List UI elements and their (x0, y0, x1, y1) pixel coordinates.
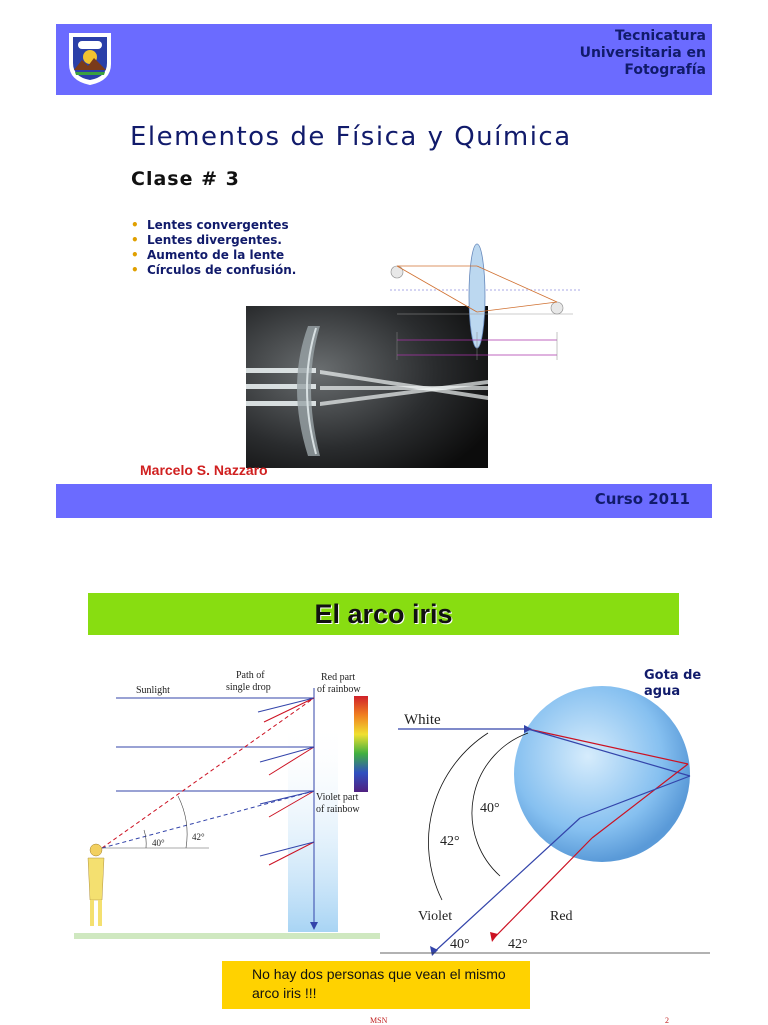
red-part-label: of rainbow (317, 684, 361, 695)
angle-40-label: 40° (152, 838, 165, 848)
water-drop-label: Gota de agua (644, 668, 702, 699)
note-box: No hay dos personas que vean el mismo ar… (222, 961, 530, 1009)
institution-line: Universitaria en (579, 45, 706, 61)
topic-item: Aumento de la lente (131, 248, 296, 263)
violet-part-label: of rainbow (316, 804, 360, 815)
institution-line: Tecnicatura (614, 28, 706, 44)
lens-photo (246, 306, 488, 468)
class-number: Clase # 3 (131, 168, 240, 190)
red-part-label: Red part (321, 672, 355, 683)
rainbow-observer-diagram: Sunlight Path of single drop Red part of… (74, 670, 380, 939)
white-label: White (404, 712, 441, 728)
university-logo (69, 33, 111, 86)
slide-title-bar: El arco iris (88, 593, 679, 635)
angle-42-label: 42° (440, 834, 460, 849)
angle-40-label: 40° (480, 801, 500, 816)
footer-initials: MSN (370, 1016, 388, 1025)
angle-bottom-40-label: 40° (450, 937, 470, 952)
angle-bottom-42-label: 42° (508, 937, 528, 952)
topic-list: Lentes convergentes Lentes divergentes. … (131, 218, 296, 278)
lens-ray-diagram (390, 243, 580, 360)
course-year: Curso 2011 (594, 490, 690, 508)
author-name: Marcelo S. Nazzaro (140, 462, 268, 478)
path-label: Path of (236, 670, 265, 681)
topic-item: Lentes divergentes. (131, 233, 296, 248)
violet-part-label: Violet part (316, 792, 359, 803)
red-label: Red (550, 909, 573, 924)
water-drop-diagram: White 40° 42° Violet Red 40° 42° (380, 686, 710, 956)
institution-line: Fotografía (624, 62, 706, 78)
sunlight-label: Sunlight (136, 685, 170, 696)
page-number: 2 (665, 1016, 669, 1025)
angle-42-label: 42° (192, 832, 205, 842)
institution-name: Tecnicatura Universitaria en Fotografía (506, 28, 706, 79)
slide-title: El arco iris (314, 599, 453, 629)
note-text: No hay dos personas que vean el mismo ar… (252, 966, 506, 1001)
violet-label: Violet (418, 909, 452, 924)
footer-band (56, 484, 712, 518)
path-label: single drop (226, 682, 271, 693)
topic-item: Círculos de confusión. (131, 263, 296, 278)
course-title: Elementos de Física y Química (130, 122, 572, 152)
header-band (56, 24, 712, 95)
topic-item: Lentes convergentes (131, 218, 296, 233)
